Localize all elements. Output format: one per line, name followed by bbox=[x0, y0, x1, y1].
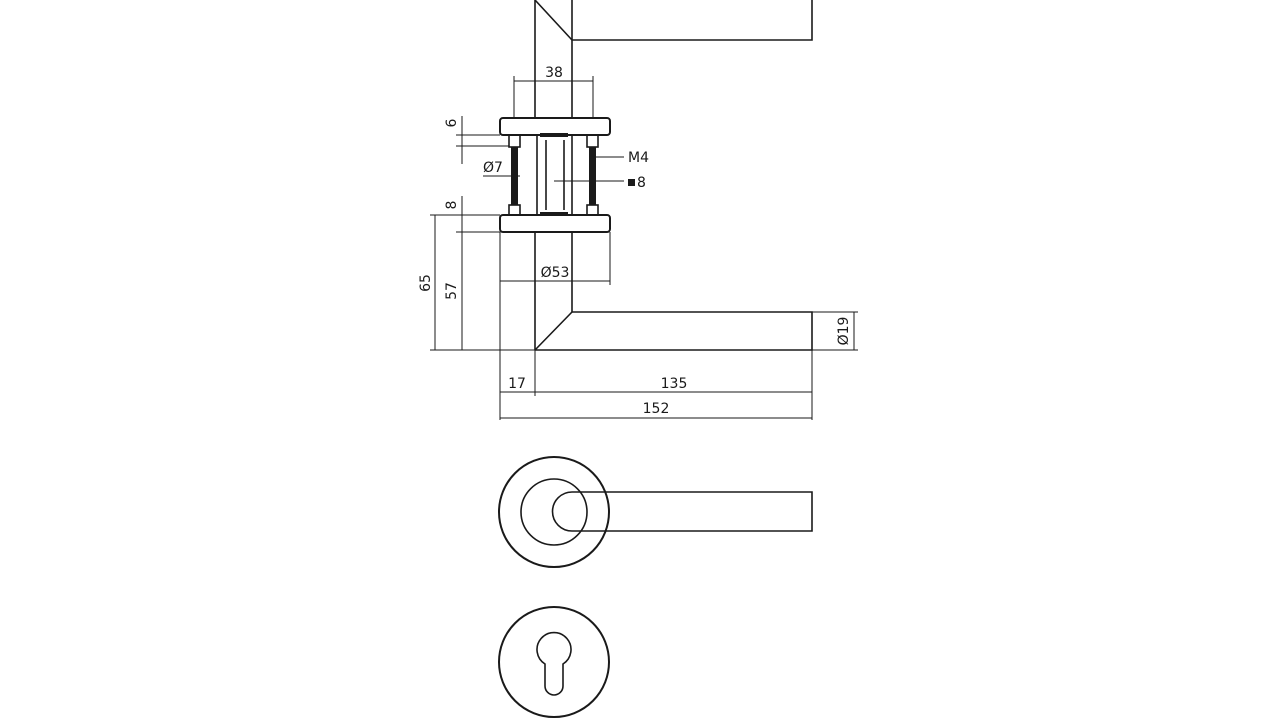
spindle-assembly bbox=[536, 133, 573, 216]
dimension-diameter-53-label: Ø53 bbox=[541, 265, 570, 281]
dimension-17-135: 17 135 bbox=[499, 350, 813, 420]
dimension-135-label: 135 bbox=[661, 376, 688, 392]
dimension-38: 38 bbox=[513, 65, 594, 118]
bottom-rose-plate bbox=[499, 214, 611, 233]
dimension-57: 57 bbox=[444, 231, 463, 350]
thread-m4-callout: M4 bbox=[596, 150, 649, 166]
thread-m4-label: M4 bbox=[628, 150, 649, 166]
square-8-label: 8 bbox=[637, 175, 646, 191]
dimension-diameter-7: Ø7 bbox=[483, 160, 520, 177]
left-screw bbox=[508, 134, 521, 216]
front-view-lever bbox=[498, 456, 813, 568]
dimension-8-label: 8 bbox=[444, 201, 460, 210]
dimension-diameter-53: Ø53 bbox=[499, 232, 611, 352]
front-view-escutcheon bbox=[498, 606, 610, 718]
dimension-diameter-7-label: Ø7 bbox=[483, 160, 503, 176]
profile-cylinder-keyhole-icon bbox=[536, 631, 572, 696]
dimension-diameter-19: Ø19 bbox=[812, 311, 858, 351]
dimension-6-label: 6 bbox=[444, 118, 460, 127]
dimension-65-label: 65 bbox=[418, 274, 434, 292]
dimension-57-label: 57 bbox=[444, 282, 460, 300]
upper-lever-side bbox=[534, 0, 813, 118]
dimension-8: 8 bbox=[444, 196, 500, 233]
square-symbol-icon bbox=[628, 179, 635, 186]
dimension-17-label: 17 bbox=[508, 376, 526, 392]
dimension-152: 152 bbox=[500, 401, 812, 419]
dimension-6: 6 bbox=[444, 116, 509, 164]
lower-lever-side bbox=[534, 232, 813, 351]
right-screw bbox=[586, 134, 599, 216]
square-8-callout: 8 bbox=[554, 175, 646, 191]
top-rose-plate bbox=[499, 117, 611, 136]
dimension-65: 65 bbox=[418, 214, 535, 351]
dimension-152-label: 152 bbox=[643, 401, 670, 417]
dimension-38-label: 38 bbox=[545, 65, 563, 81]
dimension-diameter-19-label: Ø19 bbox=[836, 317, 852, 346]
